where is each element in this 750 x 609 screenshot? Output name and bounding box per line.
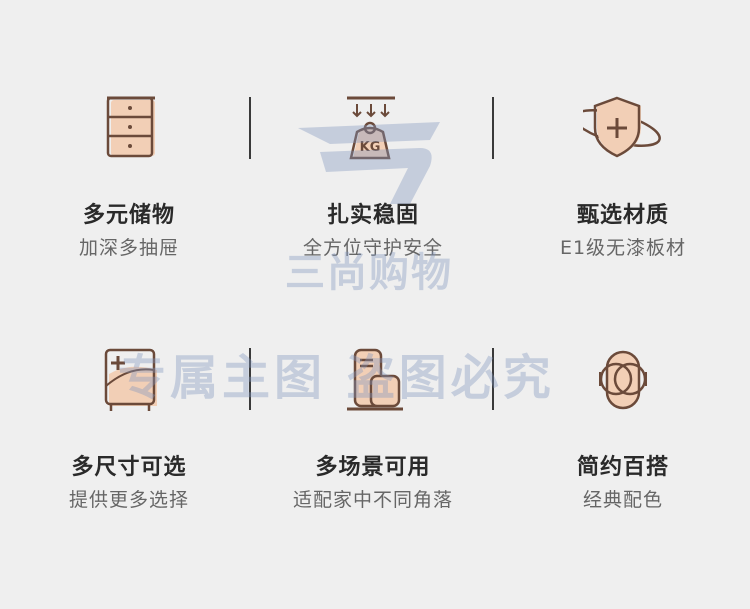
feature-subtitle: E1级无漆板材 [559, 237, 687, 259]
feature-title: 多场景可用 [315, 455, 431, 480]
feature-title: 甄选材质 [576, 203, 669, 228]
divider [249, 348, 251, 410]
kg-label: KG [360, 140, 381, 155]
drawer-cabinet-icon [89, 88, 169, 168]
divider [492, 97, 494, 159]
scene-furniture-icon [333, 340, 413, 420]
feature-subtitle: 提供更多选择 [68, 489, 189, 511]
feature-subtitle: 经典配色 [582, 489, 663, 511]
feature-subtitle: 全方位守护安全 [302, 237, 443, 259]
divider [492, 348, 494, 410]
watermark-logo [298, 122, 440, 204]
feature-subtitle: 加深多抽屉 [78, 237, 179, 259]
feature-title: 多元储物 [82, 203, 175, 228]
feature-title: 扎实稳固 [326, 203, 419, 228]
feature-subtitle: 适配家中不同角落 [292, 489, 453, 511]
rings-icon [583, 340, 663, 420]
size-cabinet-icon [89, 340, 169, 420]
shield-plus-icon [573, 88, 663, 168]
feature-title: 简约百搭 [576, 455, 669, 480]
divider [249, 97, 251, 159]
weight-kg-icon: KG [333, 88, 413, 168]
feature-title: 多尺寸可选 [71, 455, 187, 480]
